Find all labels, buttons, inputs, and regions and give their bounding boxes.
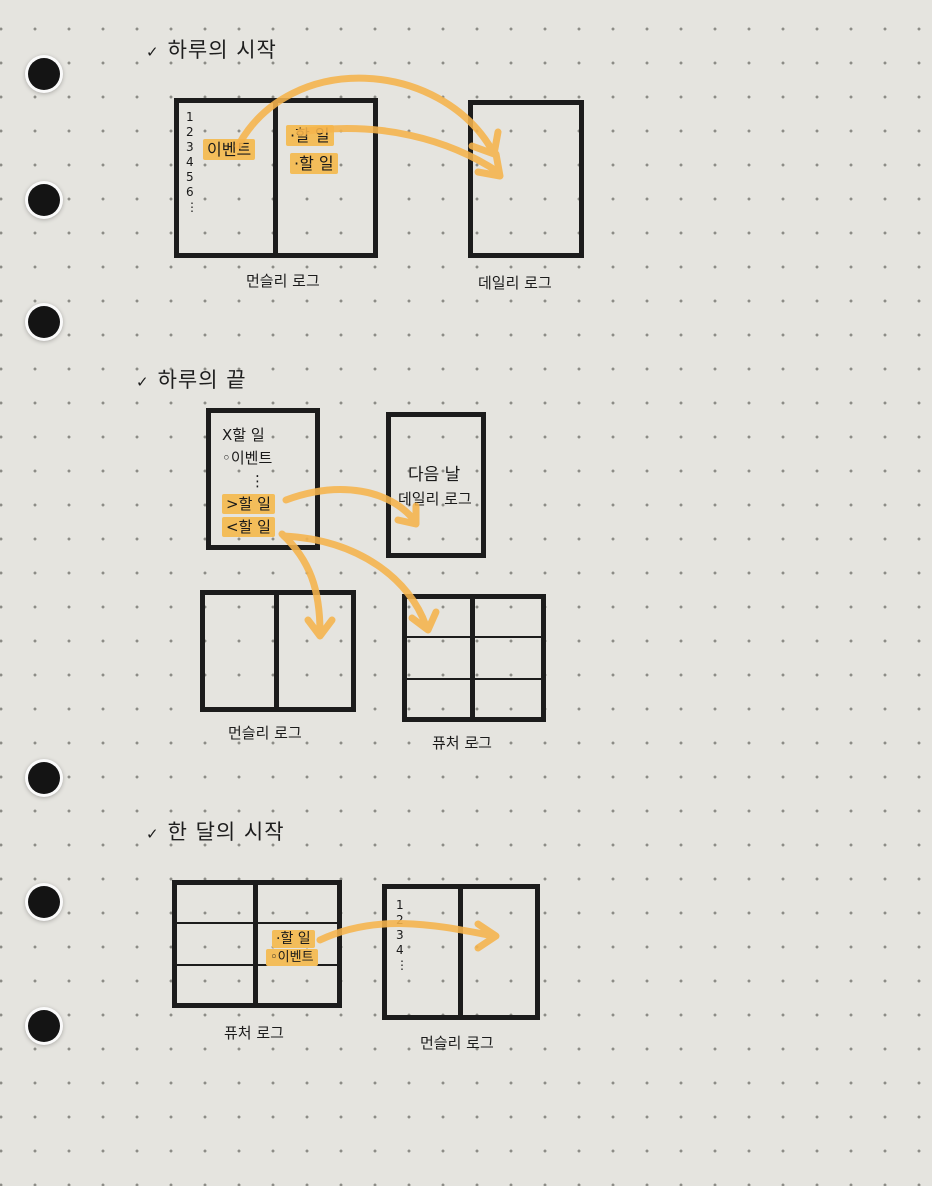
binder-hole [28, 762, 60, 794]
next-day-label: 다음 날 [408, 465, 461, 485]
future-row-line [172, 922, 342, 924]
day-number: 1 [186, 110, 194, 124]
day-number: 6 [186, 185, 194, 199]
spread-divider [470, 594, 475, 722]
caption-monthly-log: 먼슬리 로그 [228, 724, 302, 742]
spread-divider [274, 590, 279, 712]
binder-hole [28, 58, 60, 90]
caption-monthly-log: 먼슬리 로그 [246, 272, 320, 290]
scheduled-task: <할 일 [222, 517, 275, 537]
future-row-line [172, 964, 342, 966]
arrow-head [394, 502, 420, 528]
arrow-schedule-to-monthly [278, 530, 324, 636]
arrow-head [474, 150, 504, 180]
caption-monthly-log: 먼슬리 로그 [420, 1034, 494, 1052]
day-number: 5 [186, 170, 194, 184]
event-entry: ◦이벤트 [266, 946, 318, 966]
daily-log-page [206, 408, 320, 550]
check-icon: ✓ [146, 825, 160, 843]
heading-text: 하루의 시작 [167, 38, 277, 62]
completed-task: X할 일 [222, 426, 265, 444]
caption-future-log: 퓨처 로그 [432, 734, 492, 752]
check-icon: ✓ [146, 43, 160, 61]
day-number: 4 [186, 155, 194, 169]
arrow-migrate-to-next-day [282, 486, 418, 524]
task-entry: ·할 일 [290, 150, 338, 174]
binder-hole [28, 306, 60, 338]
caption-future-log: 퓨처 로그 [224, 1024, 284, 1042]
arrow-head [304, 616, 336, 640]
binder-hole [28, 1010, 60, 1042]
day-number: ⋮ [186, 200, 198, 214]
arrow-head [408, 608, 440, 634]
spread-divider [458, 884, 463, 1020]
arrow-schedule-to-future [280, 532, 430, 630]
day-number: 4 [396, 943, 404, 957]
day-number-list: 1 2 3 4 ⋮ [396, 898, 408, 973]
event-entry: ◦이벤트 [222, 449, 273, 467]
arrow-head [474, 920, 500, 952]
day-number: 2 [186, 125, 194, 139]
day-number: ⋮ [396, 958, 408, 972]
binder-hole [28, 886, 60, 918]
migrated-task: >할 일 [222, 494, 275, 514]
task-entry: ·할 일 [272, 928, 315, 948]
arrow-event-to-daily [234, 74, 496, 154]
caption-daily-log: 데일리 로그 [478, 274, 552, 292]
future-row-line [402, 636, 546, 638]
section-heading-month-start: ✓ 한 달의 시작 [146, 816, 285, 846]
heading-text: 하루의 끝 [157, 368, 247, 392]
daily-item-list: X할 일 ◦이벤트 ⋮ >할 일 <할 일 [222, 424, 275, 539]
heading-text: 한 달의 시작 [167, 820, 285, 844]
binder-hole [28, 184, 60, 216]
future-row-line [402, 678, 546, 680]
daily-log-page [468, 100, 584, 258]
day-number: 3 [396, 928, 404, 942]
spread-divider [273, 98, 278, 258]
check-icon: ✓ [136, 373, 150, 391]
spread-divider [253, 880, 258, 1008]
ellipsis: ⋮ [250, 472, 265, 490]
next-daily-log-page [386, 412, 486, 558]
arrow-task-to-daily [296, 124, 502, 176]
day-number-list: 1 2 3 4 5 6 ⋮ [186, 110, 198, 215]
section-heading-day-end: ✓ 하루의 끝 [136, 364, 247, 394]
section-heading-day-start: ✓ 하루의 시작 [146, 34, 277, 64]
arrow-future-to-monthly [316, 920, 498, 944]
day-number: 2 [396, 913, 404, 927]
day-number: 3 [186, 140, 194, 154]
day-number: 1 [396, 898, 404, 912]
